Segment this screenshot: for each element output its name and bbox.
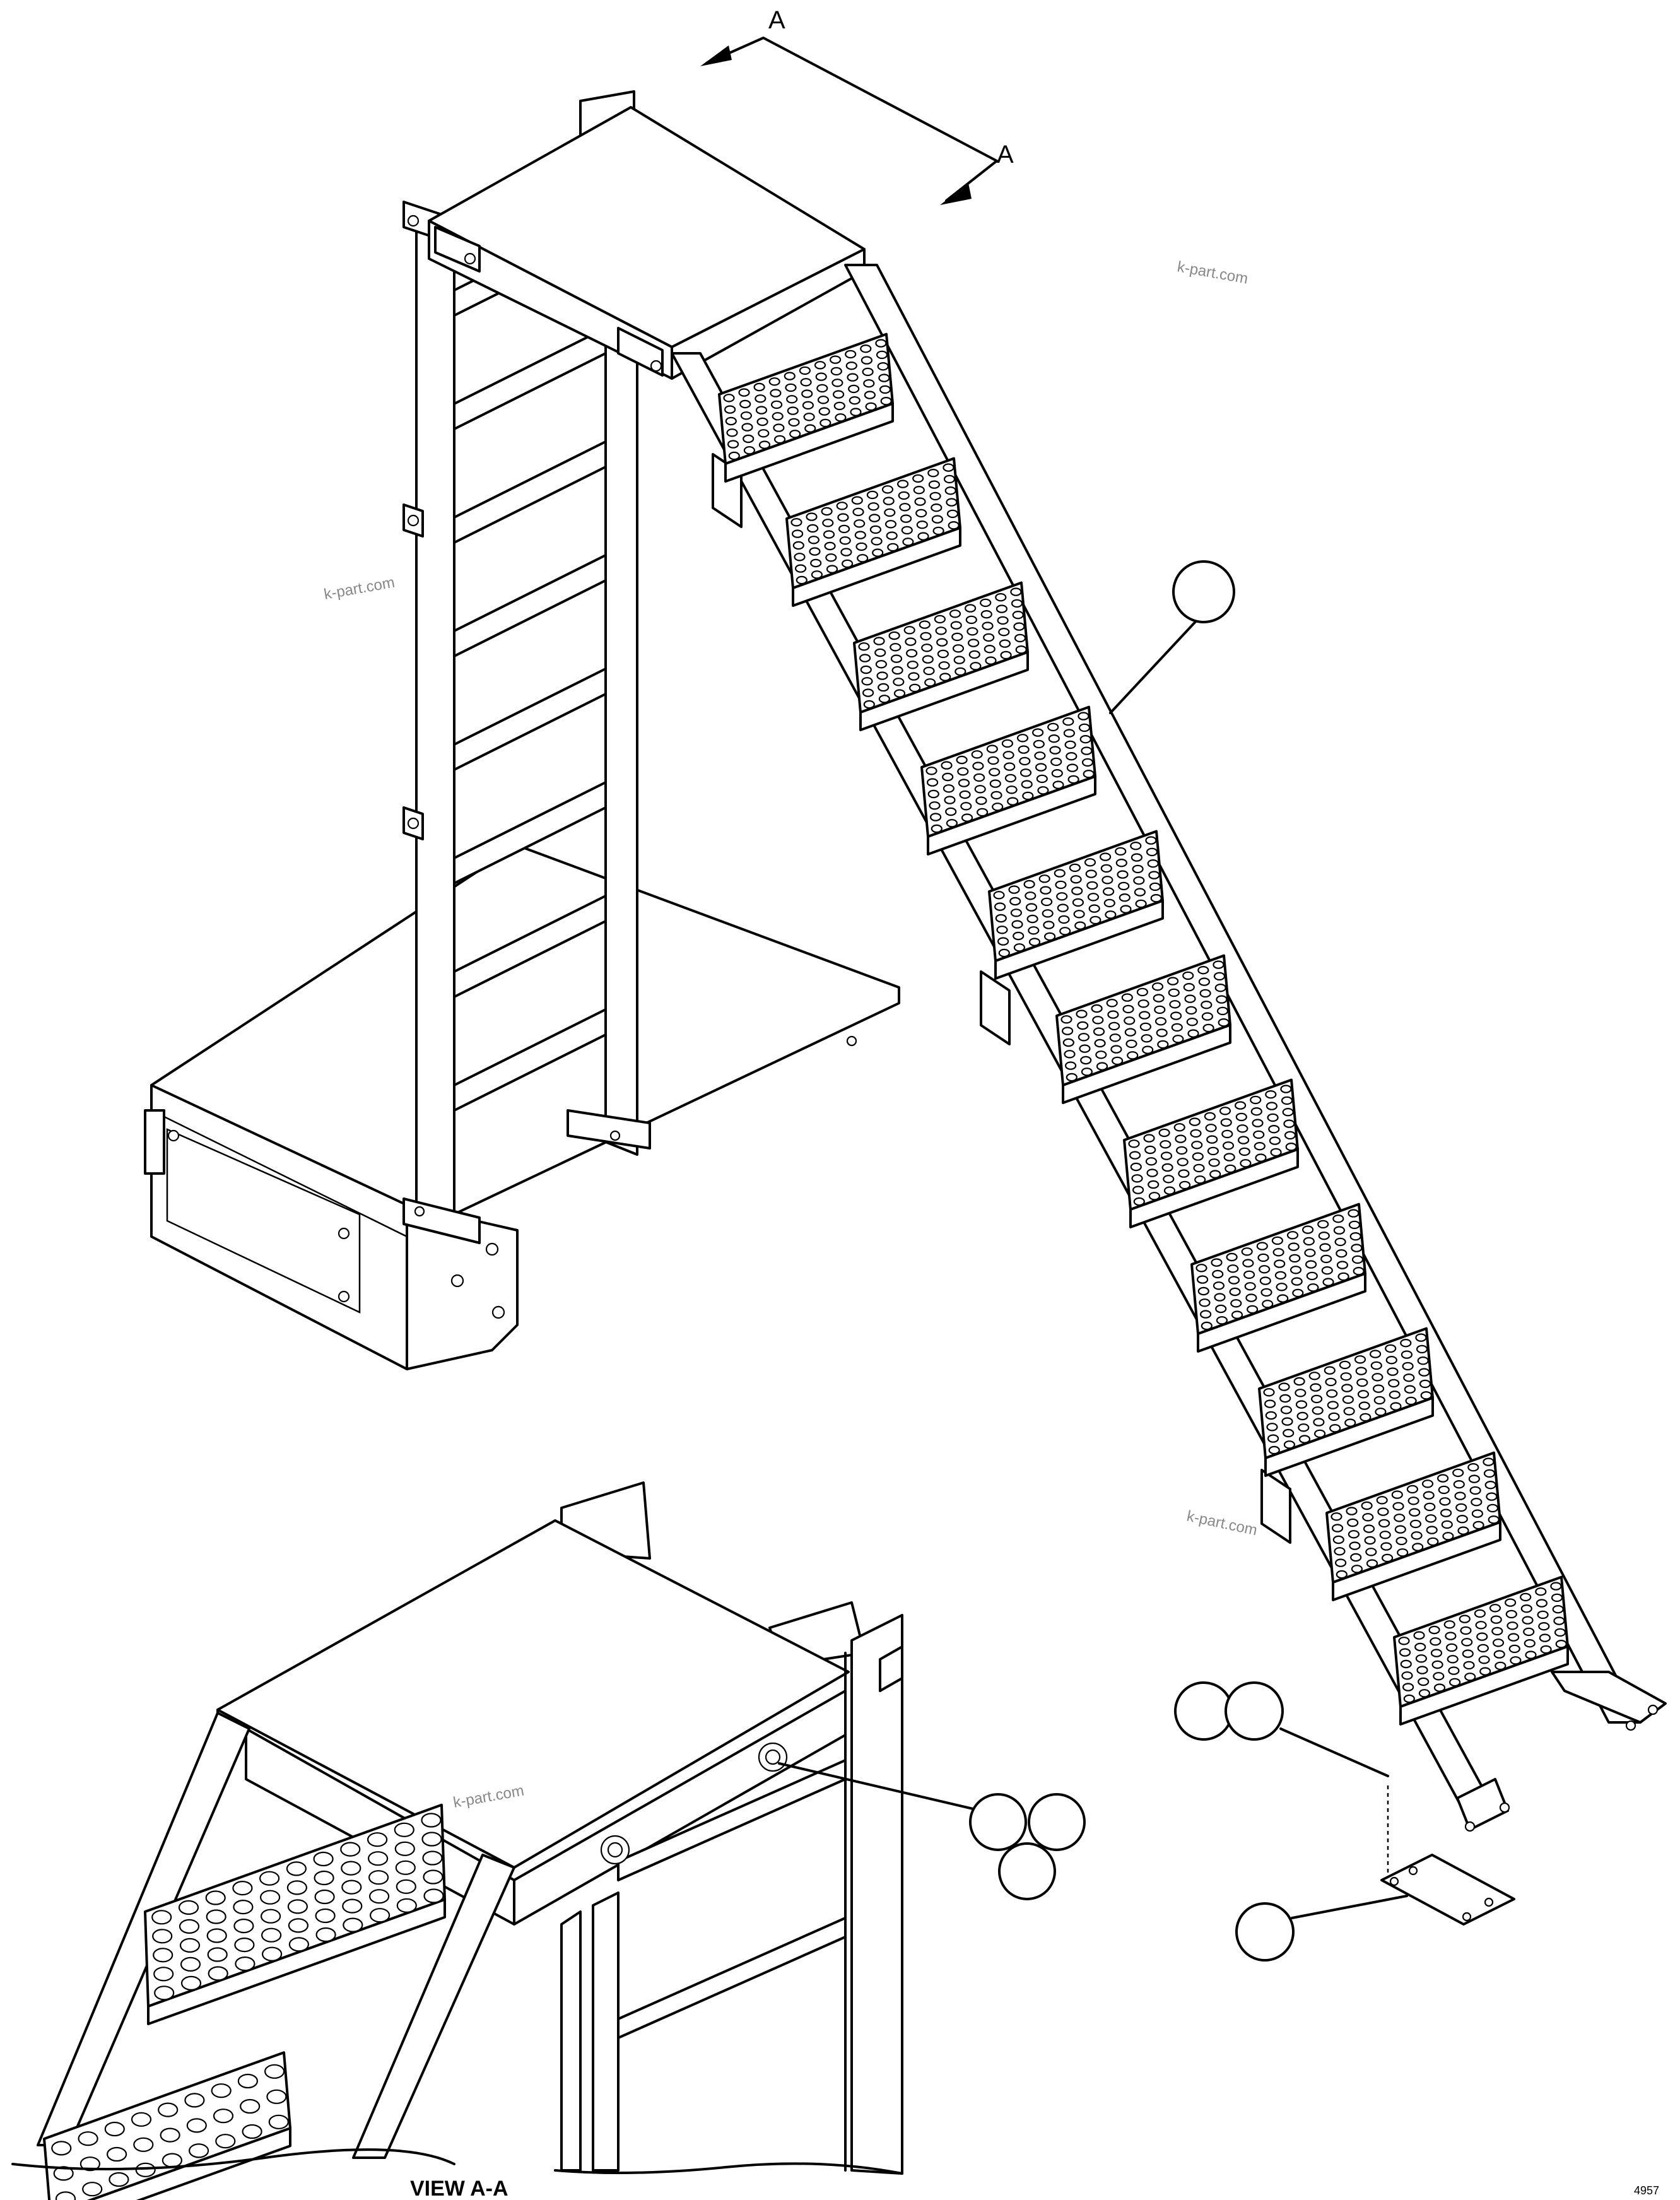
stair-tread [1055, 954, 1231, 1104]
stair-tread [785, 457, 961, 607]
stair-tread [1393, 1575, 1569, 1726]
callout-balloon [1028, 1793, 1086, 1851]
stair-tread [1123, 1078, 1299, 1228]
watermark: k-part.com [1185, 1507, 1259, 1539]
callout-balloon [969, 1793, 1027, 1851]
detail-bolt [600, 1835, 630, 1865]
watermark: k-part.com [1176, 258, 1249, 287]
stair-tread [718, 332, 894, 483]
detail-bolt [758, 1742, 788, 1772]
view-a-a-detail [11, 1481, 1086, 2200]
stair-tread [144, 1803, 446, 2025]
view-caption: VIEW A-A [410, 2177, 508, 2200]
section-arrow-bottom-icon [940, 183, 972, 205]
stair-tread [1325, 1451, 1501, 1601]
watermark: k-part.com [322, 574, 396, 603]
stringer-bracket [980, 970, 1011, 1045]
callout-balloon [1174, 1681, 1233, 1741]
section-label-top: A [768, 6, 785, 34]
base-plate [1380, 1785, 1515, 1926]
stair-tread [988, 830, 1164, 980]
stair-tread [1190, 1203, 1366, 1353]
callout-balloon [1172, 560, 1235, 623]
sheet-number: 4957 [1634, 2184, 1659, 2197]
top-landing [428, 90, 866, 380]
callout-balloon [998, 1842, 1056, 1900]
callout-balloon [1225, 1681, 1284, 1741]
base-platform [144, 844, 900, 1370]
stair-tread [920, 705, 1096, 856]
stair-tread [43, 2051, 291, 2200]
callouts-main [1109, 560, 1408, 1962]
stringer-bracket [1260, 1469, 1291, 1544]
inclined-stair [671, 264, 1667, 1832]
stair-tread [1258, 1327, 1434, 1477]
stair-treads [718, 332, 1569, 1726]
section-label-bottom: A [997, 141, 1014, 168]
callout-balloon [1235, 1902, 1295, 1962]
section-cut-line: A A [700, 6, 1014, 205]
stair-tread [853, 581, 1029, 731]
vertical-ladder [402, 201, 651, 1244]
section-arrow-top-icon [700, 45, 732, 66]
detail-treads [43, 1803, 446, 2200]
